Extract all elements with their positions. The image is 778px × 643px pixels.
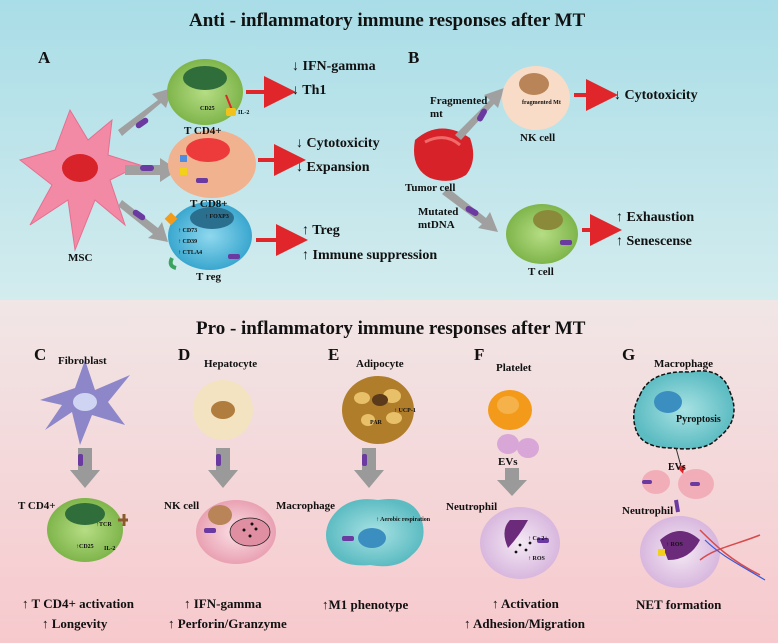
title-anti-inflammatory: Anti - inflammatory immune responses aft…: [189, 10, 586, 31]
cd4-effect-th1: ↓ Th1: [292, 83, 327, 98]
g-marker-ros: ↑ ROS: [666, 542, 683, 548]
fragmented-mt-label: Fragmented mt: [430, 95, 488, 120]
panel-label-e: E: [328, 345, 340, 364]
cd25-marker: CD25: [200, 106, 215, 112]
f-marker-ca: ↑ Ca 2+: [528, 536, 548, 542]
e-marker-ucp1: ↑ UCP-1: [394, 408, 416, 414]
treg-marker-ctla4: ↑ CTLA4: [178, 250, 203, 256]
g-effect-net: NET formation: [636, 597, 722, 612]
treg-label: T reg: [196, 271, 221, 283]
panel-label-g: G: [622, 345, 636, 364]
g-recipient-label: Neutrophil: [622, 505, 674, 517]
platelet-label: Platelet: [496, 362, 532, 374]
panel-label-a: A: [38, 48, 51, 67]
f-effect-adhesion: ↑ Adhesion/Migration: [464, 616, 585, 631]
t-cell-effect-exhaustion: ↑ Exhaustion: [616, 210, 695, 225]
e-marker-par: PAR: [370, 420, 382, 426]
panel-label-f: F: [474, 345, 485, 364]
f-recipient-label: Neutrophil: [446, 501, 498, 513]
treg-effect-suppression: ↑ Immune suppression: [302, 248, 438, 263]
hepatocyte-label: Hepatocyte: [204, 358, 258, 370]
treg-marker-cd73: ↑ CD73: [178, 228, 198, 234]
fibroblast-label: Fibroblast: [58, 355, 107, 367]
g-macrophage-label: Macrophage: [654, 358, 714, 370]
cd8-effect-expansion: ↓ Expansion: [296, 160, 370, 175]
f-evs-label: EVs: [498, 456, 518, 468]
t-cell-effect-senescence: ↑ Senescense: [616, 234, 692, 249]
msc-label: MSC: [68, 252, 93, 264]
title-pro-inflammatory: Pro - inflammatory immune responses afte…: [196, 318, 586, 339]
f-marker-ros: ↑ ROS: [528, 556, 545, 562]
cd8-label: T CD8+: [190, 198, 228, 210]
cd4-effect-ifn: ↓ IFN-gamma: [292, 59, 376, 74]
treg-effect-treg: ↑ Treg: [302, 223, 340, 238]
panel-label-c: C: [34, 345, 47, 364]
d-effect-perforin: ↑ Perforin/Granzyme: [168, 616, 287, 631]
c-marker-tcr: ↑TCR: [96, 522, 112, 528]
d-recipient-label: NK cell: [164, 500, 200, 512]
treg-marker-cd39: ↑ CD39: [178, 239, 198, 245]
e-recipient-label: Macrophage: [276, 500, 336, 512]
cd8-effect-cytotoxicity: ↓ Cytotoxicity: [296, 136, 380, 151]
e-effect-m1: ↑M1 phenotype: [322, 597, 409, 612]
g-pyroptosis-label: Pyroptosis: [676, 414, 721, 425]
cd4-label: T CD4+: [184, 125, 222, 137]
mutated-mtdna-label: Mutated mtDNA: [418, 206, 459, 231]
c-marker-il2: IL-2: [104, 546, 116, 552]
panel-label-d: D: [178, 345, 191, 364]
nk-fragmented-mt: fragmented Mt: [522, 100, 561, 106]
f-effect-activation: ↑ Activation: [492, 596, 559, 611]
adipocyte-label: Adipocyte: [356, 358, 404, 370]
c-effect-activation: ↑ T CD4+ activation: [22, 596, 135, 611]
c-marker-cd25: ↑CD25: [76, 544, 94, 550]
c-effect-longevity: ↑ Longevity: [42, 616, 108, 631]
il2-marker: IL-2: [238, 110, 250, 116]
e-aerobic: ↑ Aerobic respiration: [376, 517, 431, 523]
nk-effect-cytotoxicity: ↓ Cytotoxicity: [614, 88, 698, 103]
g-evs-label: EVs: [668, 462, 686, 473]
panel-label-b: B: [408, 48, 420, 67]
nk-cell-label: NK cell: [520, 132, 556, 144]
d-effect-ifn: ↑ IFN-gamma: [184, 596, 262, 611]
t-cell-label: T cell: [528, 266, 554, 278]
treg-marker-foxp3: ↑ FOXP3: [205, 214, 229, 220]
c-recipient-label: T CD4+: [18, 500, 56, 512]
tumor-cell-label: Tumor cell: [405, 182, 456, 194]
